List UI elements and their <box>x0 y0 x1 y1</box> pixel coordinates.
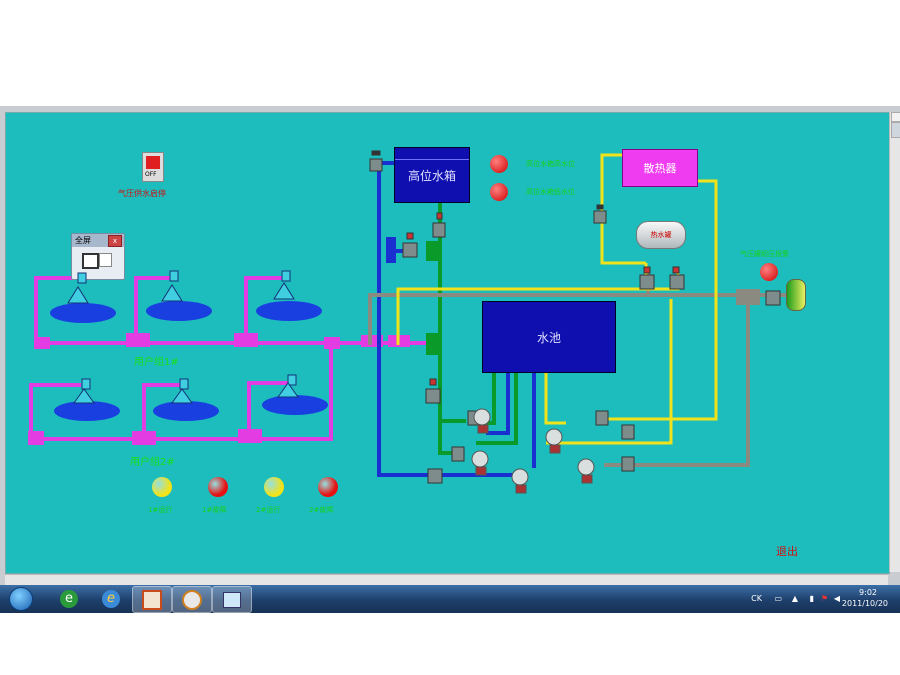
pump-icon <box>473 408 491 426</box>
water-pool: 水池 <box>482 301 616 373</box>
pump-icon <box>545 428 563 446</box>
exit-button[interactable]: 退出 <box>776 545 798 558</box>
vertical-scrollbar[interactable] <box>889 112 900 572</box>
sprinkler-valve-icon <box>73 378 95 404</box>
overpressure-label: 气压罐超压报警 <box>740 250 789 258</box>
yellow-loop <box>546 299 673 445</box>
overpressure-lamp <box>760 263 778 281</box>
user-tank-1-3 <box>256 301 322 321</box>
user-tank-1-1 <box>50 303 116 323</box>
start-orb-icon[interactable] <box>2 586 40 611</box>
network-icon[interactable]: ▮ <box>809 594 814 603</box>
status-label-4: 2#故障 <box>309 506 334 514</box>
hmi-app-icon[interactable] <box>212 586 252 613</box>
fullscreen-toggle-button[interactable] <box>82 253 99 269</box>
hot-water-tank-label: 热水罐 <box>650 231 672 239</box>
high-level-label: 高位水箱高水位 <box>526 160 575 168</box>
group2-branch-2 <box>142 383 182 439</box>
user-pipes-magenta <box>29 276 431 441</box>
group1-label: 用户组1# <box>134 357 179 368</box>
sprinkler-valve-icon <box>67 272 89 304</box>
switch-label: 气压供水启停 <box>118 189 166 198</box>
pump-icon <box>577 458 595 476</box>
group2-return-pipe <box>246 343 333 441</box>
group1-supply-pipe <box>34 276 431 345</box>
taskbar: e e CK ▭ ▲ ▮ ⚑ ◀ 9:02 2011/10/20 <box>0 585 900 613</box>
pumps <box>471 408 595 494</box>
status-label-3: 2#运行 <box>256 506 281 514</box>
status-lamp-2 <box>208 477 228 497</box>
high-water-tank: 高位水箱 <box>394 147 470 203</box>
magenta-fittings <box>28 333 410 445</box>
sprinkler-valve-icon <box>171 378 193 404</box>
pool-label: 水池 <box>536 330 561 345</box>
hot-water-tank: 热水罐 <box>636 221 686 249</box>
clock-date[interactable]: 2011/10/20 <box>841 599 888 608</box>
panel-close-icon[interactable]: x <box>108 235 122 247</box>
tray-arrow-icon[interactable]: ▲ <box>791 594 798 603</box>
gate-valves <box>369 150 781 484</box>
presentation-app-icon[interactable] <box>132 586 172 613</box>
media-app-icon[interactable] <box>172 586 212 613</box>
sprinkler-valve-icon <box>161 270 183 302</box>
status-lamp-4 <box>318 477 338 497</box>
switch-state: OFF <box>145 171 157 178</box>
user-tank-2-2 <box>153 401 219 421</box>
pump-icon <box>471 450 489 468</box>
pressure-tank <box>786 279 806 311</box>
action-center-icon[interactable]: ⚑ <box>820 594 828 603</box>
gray-return-pipe <box>604 299 750 467</box>
switch-red-indicator <box>146 156 160 169</box>
volume-icon[interactable]: ◀ <box>833 594 840 603</box>
status-lamp-1 <box>152 477 172 497</box>
yellow-radiator-return <box>596 179 718 421</box>
radiator: 散热器 <box>622 149 698 187</box>
gray-main-header <box>368 293 791 345</box>
fullscreen-panel-title: 全屏 <box>75 236 91 245</box>
low-level-lamp <box>490 183 508 201</box>
status-lamp-3 <box>264 477 284 497</box>
radiator-label: 散热器 <box>643 162 677 175</box>
scroll-up-button[interactable] <box>891 112 900 122</box>
group1-branch-2 <box>134 276 176 343</box>
high-level-lamp <box>490 155 508 173</box>
supply-switch[interactable]: OFF <box>142 152 164 182</box>
blue-tee <box>386 237 396 263</box>
window-toggle-button[interactable] <box>99 253 112 267</box>
user-tank-2-3 <box>262 395 328 415</box>
horizontal-scrollbar[interactable] <box>5 574 888 585</box>
blue-main-riser <box>377 161 516 477</box>
group1-branch-3 <box>244 276 284 343</box>
pump-icon <box>511 468 529 486</box>
high-tank-label: 高位水箱 <box>407 168 456 183</box>
keyboard-icon[interactable]: ▭ <box>774 594 782 603</box>
input-language-indicator[interactable]: CK <box>751 594 762 603</box>
group2-label: 用户组2# <box>130 457 175 468</box>
scroll-thumb[interactable] <box>891 122 900 138</box>
low-level-label: 高位水箱低水位 <box>526 188 575 196</box>
ie-icon[interactable]: e <box>92 586 130 611</box>
clock-time[interactable]: 9:02 <box>859 588 877 597</box>
group2-branch-3 <box>247 381 289 439</box>
sprinkler-valve-icon <box>273 270 295 300</box>
hmi-canvas: 全屏 x OFF 气压供水启停 <box>5 112 890 574</box>
sprinkler-valve-icon <box>277 374 299 398</box>
status-label-2: 1#故障 <box>202 506 227 514</box>
user-tank-2-1 <box>54 401 120 421</box>
status-label-1: 1#运行 <box>148 506 173 514</box>
user-tank-1-2 <box>146 301 212 321</box>
ie-e-icon[interactable]: e <box>50 586 88 611</box>
fullscreen-panel: 全屏 x <box>71 233 125 280</box>
sprinkler-valves <box>67 150 781 494</box>
